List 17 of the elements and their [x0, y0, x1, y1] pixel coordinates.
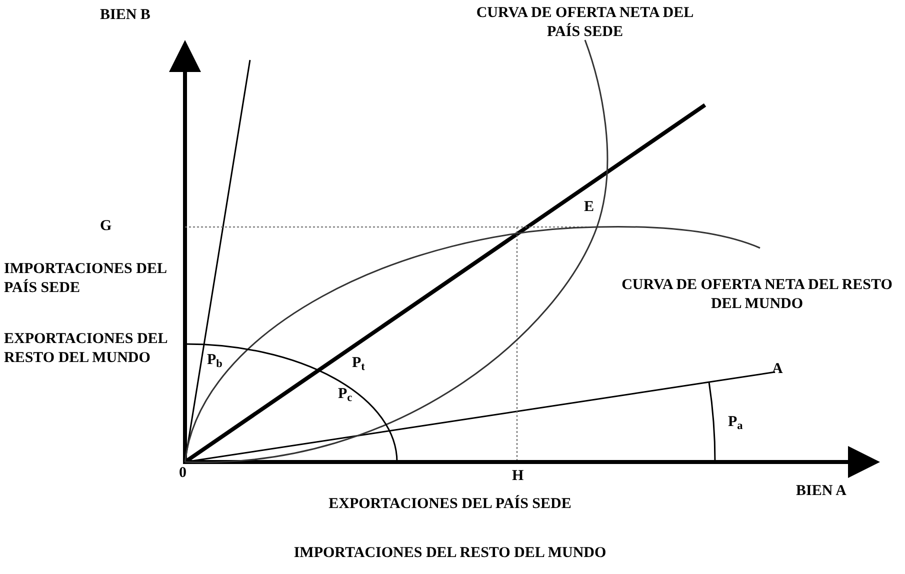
axis-label: P$_{c}$ — [338, 385, 354, 404]
axis-label: G — [100, 217, 113, 236]
axis-label: IMPORTACIONES DEL RESTO DEL MUNDO — [292, 544, 608, 563]
axis-label: A — [772, 360, 784, 379]
axis-label: CURVA DE OFERTA NETA DEL RESTO DEL MUNDO — [620, 276, 894, 314]
axis-label: EXPORTACIONES DEL RESTO DEL MUNDO — [4, 330, 168, 368]
axis-label: P$_{t}$ — [352, 354, 366, 373]
axis-label: BIEN A — [796, 482, 848, 501]
axis-label: H — [512, 467, 525, 486]
axis-label: EXPORTACIONES DEL PAÍS SEDE — [328, 495, 572, 514]
axis-label: E — [584, 198, 596, 217]
axis-label: P$_{a}$ — [728, 413, 744, 432]
axis-label: BIEN B — [100, 6, 152, 25]
axis-label: IMPORTACIONES DEL PAÍS SEDE — [4, 260, 168, 298]
axis-label: P$_{b}$ — [207, 351, 223, 370]
axis-label: 0 — [179, 464, 188, 483]
axis-label: CURVA DE OFERTA NETA DEL PAÍS SEDE — [475, 4, 695, 42]
